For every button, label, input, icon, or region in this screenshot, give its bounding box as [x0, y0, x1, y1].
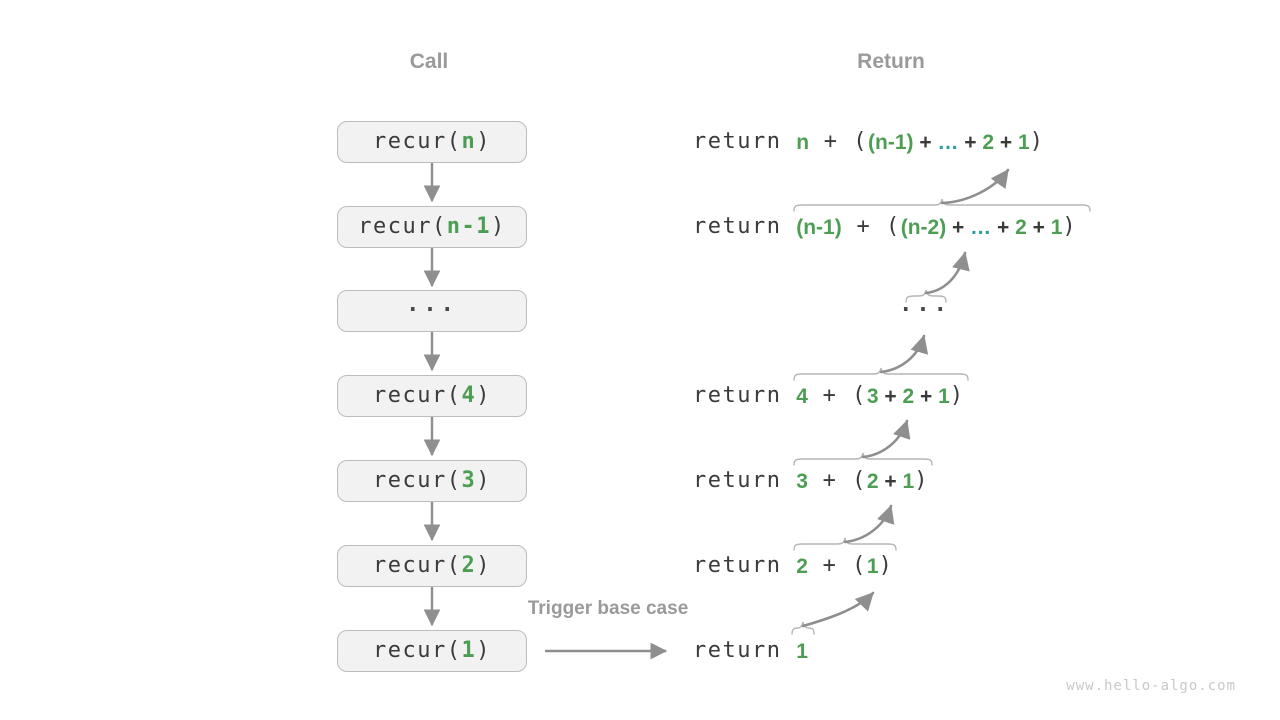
code-segment: recur( — [373, 468, 462, 493]
code-segment: (n-1) — [868, 130, 914, 154]
return-line: ··· — [893, 295, 957, 327]
code-segment: 1 — [1050, 215, 1063, 239]
return-line: return 4 + (3 + 2 + 1) — [693, 380, 965, 412]
code-segment: ) — [476, 553, 491, 578]
code-segment: ) — [490, 214, 506, 239]
return-up-arrow — [924, 251, 970, 295]
code-segment: 2 — [902, 384, 915, 408]
return-up-arrow — [879, 334, 929, 374]
code-segment: + ( — [841, 214, 901, 239]
code-segment: + — [878, 384, 903, 408]
code-segment: 2 — [1015, 215, 1027, 239]
code-segment: … — [970, 215, 992, 239]
return-line: return n + ((n-1) + … + 2 + 1) — [693, 126, 1044, 158]
call-box: recur(n) — [337, 121, 527, 163]
overbrace — [793, 452, 933, 466]
return-up-arrow — [861, 419, 911, 459]
call-box: ··· — [337, 290, 527, 332]
return-up-arrow — [801, 591, 875, 628]
code-segment: 2 — [866, 469, 879, 493]
call-box: recur(4) — [337, 375, 527, 417]
code-segment: 3 — [461, 468, 477, 493]
code-segment: 1 — [796, 639, 808, 663]
return-column-header: Return — [857, 50, 925, 73]
overbrace — [793, 367, 969, 381]
code-segment: 1 — [1018, 130, 1030, 154]
code-segment: + ( — [809, 129, 869, 154]
code-segment: 3 — [796, 469, 808, 493]
return-up-arrow — [940, 168, 1010, 205]
return-line: return 3 + (2 + 1) — [693, 465, 929, 497]
code-segment: 4 — [796, 384, 808, 408]
return-line: return 2 + (1) — [693, 550, 893, 582]
code-segment: recur( — [358, 214, 447, 239]
code-segment: return — [693, 553, 797, 578]
code-segment: 1 — [866, 554, 879, 578]
call-box: recur(1) — [337, 630, 527, 672]
code-segment: 2 — [461, 553, 477, 578]
code-segment: + ( — [807, 383, 867, 408]
return-line: return (n-1) + ((n-2) + … + 2 + 1) — [693, 211, 1077, 243]
code-segment: (n-1) — [796, 215, 842, 239]
code-segment: + — [958, 130, 983, 154]
code-segment: ) — [1029, 129, 1045, 154]
code-segment: recur( — [373, 383, 462, 408]
code-segment: return — [693, 214, 797, 239]
code-segment: ··· — [406, 298, 458, 323]
call-box: recur(2) — [337, 545, 527, 587]
code-segment: + — [913, 130, 938, 154]
call-box: recur(n-1) — [337, 206, 527, 248]
code-segment: ) — [878, 553, 894, 578]
code-segment: 1 — [461, 638, 477, 663]
code-segment: ) — [914, 468, 929, 493]
return-up-arrow — [843, 504, 895, 544]
code-segment: 3 — [866, 384, 879, 408]
overbrace — [793, 537, 897, 551]
code-segment: + — [914, 384, 939, 408]
call-box: recur(3) — [337, 460, 527, 502]
code-segment: recur( — [373, 129, 462, 154]
code-segment: n — [461, 129, 477, 154]
code-segment: recur( — [373, 553, 462, 578]
code-segment: + — [1026, 215, 1051, 239]
code-segment: return — [693, 638, 797, 663]
code-segment: ) — [476, 468, 491, 493]
call-column-header: Call — [409, 50, 449, 73]
code-segment: ) — [476, 638, 491, 663]
code-segment: n — [796, 130, 810, 154]
code-segment: ) — [1062, 214, 1078, 239]
code-segment: return — [693, 129, 797, 154]
overbrace — [793, 198, 1091, 212]
code-segment: return — [693, 468, 797, 493]
code-segment: + ( — [807, 468, 867, 493]
code-segment: ) — [949, 383, 965, 408]
code-segment: (n-2) — [900, 215, 947, 239]
return-line: return 1 — [693, 635, 808, 667]
watermark: www.hello-algo.com — [1066, 678, 1236, 694]
code-segment: ··· — [899, 298, 951, 323]
trigger-base-case-label: Trigger base case — [527, 598, 689, 619]
code-segment: 1 — [938, 384, 950, 408]
code-segment: + — [994, 130, 1019, 154]
code-segment: n-1 — [446, 214, 491, 239]
code-segment: + — [946, 215, 971, 239]
code-segment: … — [937, 130, 959, 154]
code-segment: + ( — [807, 553, 867, 578]
code-segment: ) — [476, 129, 491, 154]
code-segment: + — [878, 469, 903, 493]
code-segment: 1 — [902, 469, 915, 493]
code-segment: + — [991, 215, 1016, 239]
code-segment: recur( — [373, 638, 462, 663]
code-segment: 2 — [982, 130, 995, 154]
code-segment: 4 — [461, 383, 477, 408]
overbrace — [791, 621, 815, 635]
code-segment: 2 — [796, 554, 808, 578]
code-segment: return — [693, 383, 797, 408]
code-segment: ) — [476, 383, 491, 408]
